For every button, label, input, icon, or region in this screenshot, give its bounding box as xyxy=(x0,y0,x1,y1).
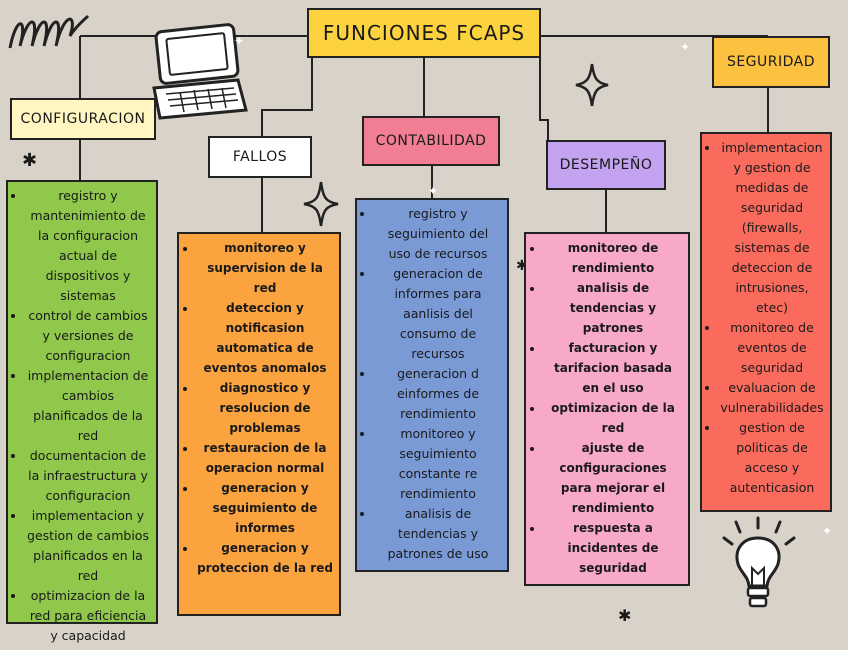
list-item: gestion de politicas de acceso y autenti… xyxy=(720,418,824,498)
list-item: monitoreo de rendimiento xyxy=(544,238,682,278)
fallos-title: FALLOS xyxy=(208,136,312,178)
seguridad-title: SEGURIDAD xyxy=(712,36,830,88)
star-icon xyxy=(575,63,609,107)
list-item: registro y seguimiento del uso de recurs… xyxy=(375,204,501,264)
main-title-text: FUNCIONES FCAPS xyxy=(322,21,526,45)
asterisk-icon: ✱ xyxy=(618,606,632,625)
configuracion-title-text: CONFIGURACION xyxy=(20,111,146,127)
asterisk-icon: ✱ xyxy=(22,150,38,171)
list-item: monitoreo de eventos de seguridad xyxy=(720,318,824,378)
list-item: generacion d einformes de rendimiento xyxy=(375,364,501,424)
list-item: deteccion y notificasion automatica de e… xyxy=(197,298,333,378)
sparkle-icon: ✦ xyxy=(428,184,439,198)
list-item: generacion y seguimiento de informes xyxy=(197,478,333,538)
sparkle-icon: ✦ xyxy=(822,524,833,538)
list-item: evaluacion de vulnerabilidades xyxy=(720,378,824,418)
configuracion-title: CONFIGURACION xyxy=(10,98,156,140)
list-item: facturacion y tarifacion basada en el us… xyxy=(544,338,682,398)
list-item: implementacion y gestion de cambios plan… xyxy=(26,506,150,586)
list-item: generacion y proteccion de la red xyxy=(197,538,333,578)
desempeno-list: monitoreo de rendimiento analisis de ten… xyxy=(526,234,688,582)
contabilidad-title-text: CONTABILIDAD xyxy=(375,133,487,149)
list-item: optimizacion de la red para eficiencia y… xyxy=(26,586,150,646)
list-item: implementacion y gestion de medidas de s… xyxy=(720,138,824,318)
list-item: implementacion de cambios planificados d… xyxy=(26,366,150,446)
connector-lines xyxy=(79,35,769,232)
list-item: control de cambios y versiones de config… xyxy=(26,306,150,366)
list-item: analisis de tendencias y patrones xyxy=(544,278,682,338)
star-icon xyxy=(303,181,339,227)
asterisk-icon: ✱ xyxy=(516,258,528,274)
seguridad-title-text: SEGURIDAD xyxy=(726,54,816,70)
laptop-icon xyxy=(152,23,248,120)
list-item: analisis de tendencias y patrones de uso xyxy=(375,504,501,564)
list-item: monitoreo y seguimiento constante re ren… xyxy=(375,424,501,504)
list-item: diagnostico y resolucion de problemas xyxy=(197,378,333,438)
desempeno-box: monitoreo de rendimiento analisis de ten… xyxy=(524,232,690,586)
fallos-title-text: FALLOS xyxy=(232,149,288,165)
list-item: ajuste de configuraciones para mejorar e… xyxy=(544,438,682,518)
seguridad-list: implementacion y gestion de medidas de s… xyxy=(702,134,830,502)
list-item: respuesta a incidentes de seguridad xyxy=(544,518,682,578)
contabilidad-title: CONTABILIDAD xyxy=(362,116,500,166)
list-item: restauracion de la operacion normal xyxy=(197,438,333,478)
configuracion-list: registro y mantenimiento de la configura… xyxy=(8,182,156,650)
desempeno-title-text: DESEMPEÑO xyxy=(559,157,653,173)
list-item: documentacion de la infraestructura y co… xyxy=(26,446,150,506)
seguridad-box: implementacion y gestion de medidas de s… xyxy=(700,132,832,512)
configuracion-box: registro y mantenimiento de la configura… xyxy=(6,180,158,643)
list-item: monitoreo y supervision de la red xyxy=(197,238,333,298)
fallos-list: monitoreo y supervision de la red detecc… xyxy=(179,234,339,582)
list-item: generacion de informes para aanlisis del… xyxy=(375,264,501,364)
sparkle-icon: ✦ xyxy=(680,40,691,54)
scribble-icon xyxy=(8,14,90,49)
contabilidad-box: registro y seguimiento del uso de recurs… xyxy=(355,198,509,572)
desempeno-title: DESEMPEÑO xyxy=(546,140,666,190)
fallos-box: monitoreo y supervision de la red detecc… xyxy=(177,232,341,616)
contabilidad-list: registro y seguimiento del uso de recurs… xyxy=(357,200,507,568)
list-item: registro y mantenimiento de la configura… xyxy=(26,186,150,306)
main-title: FUNCIONES FCAPS xyxy=(307,8,541,58)
list-item: optimizacion de la red xyxy=(544,398,682,438)
sparkle-icon: ✦ xyxy=(234,34,245,48)
lightbulb-icon xyxy=(722,516,796,608)
